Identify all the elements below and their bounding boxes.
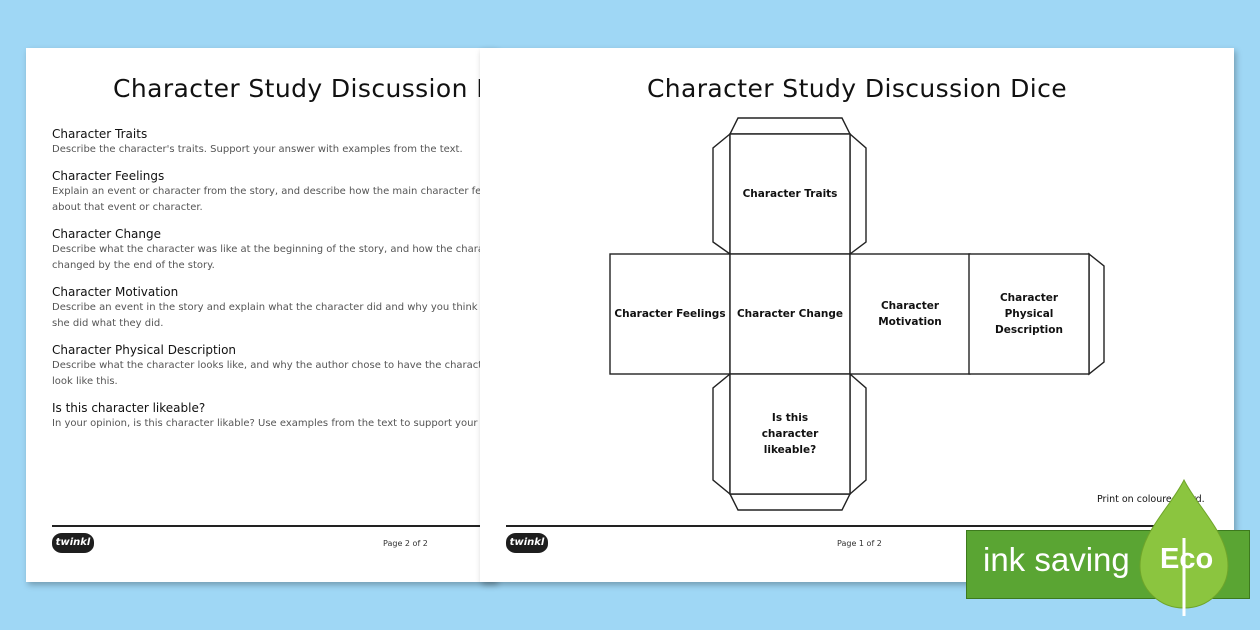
face-character-traits: Character Traits bbox=[742, 188, 838, 200]
section-description: Describe what the character was like at … bbox=[52, 244, 496, 255]
footer-divider bbox=[506, 525, 1206, 527]
footer-divider bbox=[52, 525, 496, 527]
section-6: Is this character likeable? In your opini… bbox=[52, 400, 496, 432]
section-heading: Character Feelings bbox=[52, 169, 165, 183]
section-description: she did what they did. bbox=[52, 318, 164, 329]
section-description: Describe an event in the story and expla… bbox=[52, 302, 496, 313]
print-instruction: Print on coloured card. bbox=[1097, 494, 1205, 505]
section-heading: Character Physical Description bbox=[52, 343, 237, 357]
section-description: Describe the character's traits. Support… bbox=[52, 144, 463, 155]
page-title: Character Study Discussion Dice bbox=[646, 74, 1068, 103]
face-likeable: Is this character likeable? bbox=[761, 412, 819, 456]
ink-saving-text: ink saving bbox=[983, 541, 1130, 578]
page-number: Page 2 of 2 bbox=[383, 539, 428, 548]
face-character-motivation: Character Motivation bbox=[878, 300, 942, 328]
section-heading: Character Traits bbox=[52, 127, 148, 141]
section-heading: Character Change bbox=[52, 227, 162, 241]
twinkl-logo: twinkl bbox=[52, 533, 94, 553]
dice-net bbox=[609, 117, 1105, 511]
face-character-change: Character Change bbox=[736, 308, 844, 320]
leaf-icon bbox=[1139, 478, 1229, 616]
eco-label: Eco bbox=[1160, 543, 1214, 575]
section-description: look like this. bbox=[52, 376, 118, 387]
section-heading: Character Motivation bbox=[52, 285, 179, 299]
face-character-physical-description: Character Physical Description bbox=[995, 292, 1063, 336]
face-character-feelings: Character Feelings bbox=[614, 308, 726, 320]
worksheet-page-2: Character Study Discussion Dice Characte… bbox=[26, 48, 496, 582]
section-heading: Is this character likeable? bbox=[52, 401, 206, 415]
twinkl-logo: twinkl bbox=[506, 533, 548, 553]
section-description: In your opinion, is this character likab… bbox=[52, 418, 496, 429]
worksheet-page-1: Character Study Discussion Dice Characte… bbox=[480, 48, 1234, 582]
section-description: Explain an event or character from the s… bbox=[52, 186, 496, 197]
section-description: Describe what the character looks like, … bbox=[52, 360, 493, 371]
page-number: Page 1 of 2 bbox=[837, 539, 882, 548]
page-title: Character Study Discussion Dice bbox=[113, 74, 496, 103]
section-description: changed by the end of the story. bbox=[52, 260, 215, 271]
section-description: about that event or character. bbox=[52, 202, 203, 213]
